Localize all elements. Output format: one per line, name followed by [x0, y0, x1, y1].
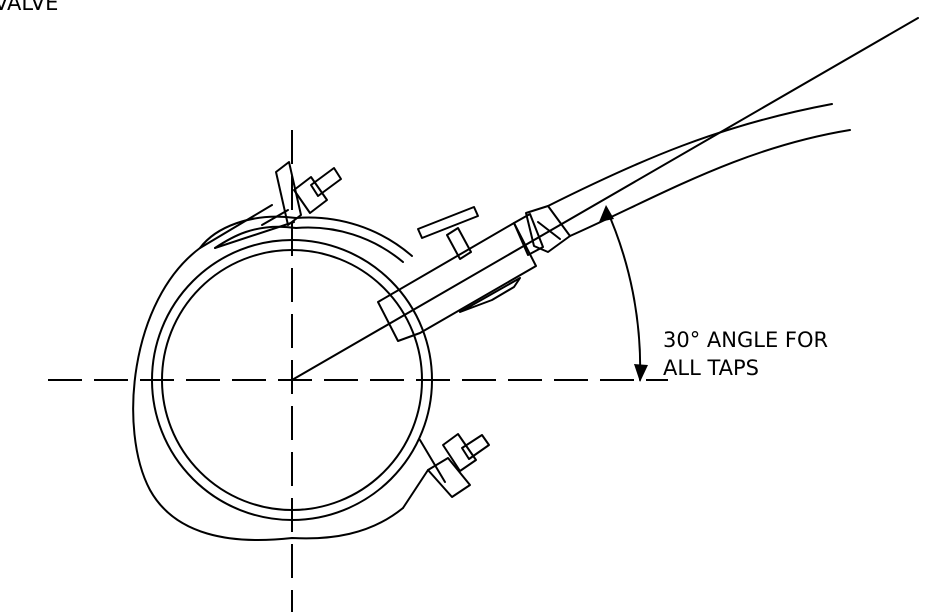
upper-bolt-nut [293, 176, 328, 214]
tubing-upper [547, 103, 833, 207]
angle-note-line-1: 30° ANGLE FOR [663, 328, 828, 352]
lower-bolt-shank [461, 434, 490, 460]
tap-angle-line [291, 17, 919, 381]
upper-bolt-lug [275, 161, 302, 226]
clamp-upper-lug-edge-2 [214, 221, 295, 249]
tap-valve [377, 205, 571, 342]
pipe-outer-wall [151, 239, 433, 521]
lower-bolt-lug-tip [419, 439, 446, 483]
upper-bolt-lug-tip [261, 209, 289, 226]
tube-fitting-nut [525, 205, 571, 253]
clamp-strap [132, 204, 429, 541]
upper-bolt [261, 161, 342, 226]
valve-label: VALVE [0, 0, 58, 15]
valve-stem [446, 227, 472, 260]
angle-note-line-2: ALL TAPS [663, 356, 759, 380]
valve-outlet [459, 277, 521, 313]
lower-bolt-lug [427, 457, 471, 498]
pipe-inner-wall [161, 249, 423, 511]
tube-fitting-flat [537, 221, 561, 240]
upper-bolt-shank [310, 167, 342, 197]
angle-arrow-top [599, 205, 614, 222]
clamp-lower-lug-edge [402, 469, 429, 509]
clamp-strap-inner [214, 225, 404, 263]
lower-bolt [419, 433, 490, 498]
lower-bolt-nut [442, 433, 477, 472]
angle-arrow-bottom [634, 364, 648, 382]
valve-handle [417, 206, 479, 239]
pipe-nipple [513, 213, 544, 256]
valve-body [377, 222, 537, 342]
angle-dimension-arc [605, 207, 642, 381]
clamp-upper-lug-edge [199, 204, 273, 249]
clamp-strap-outer [132, 215, 413, 541]
